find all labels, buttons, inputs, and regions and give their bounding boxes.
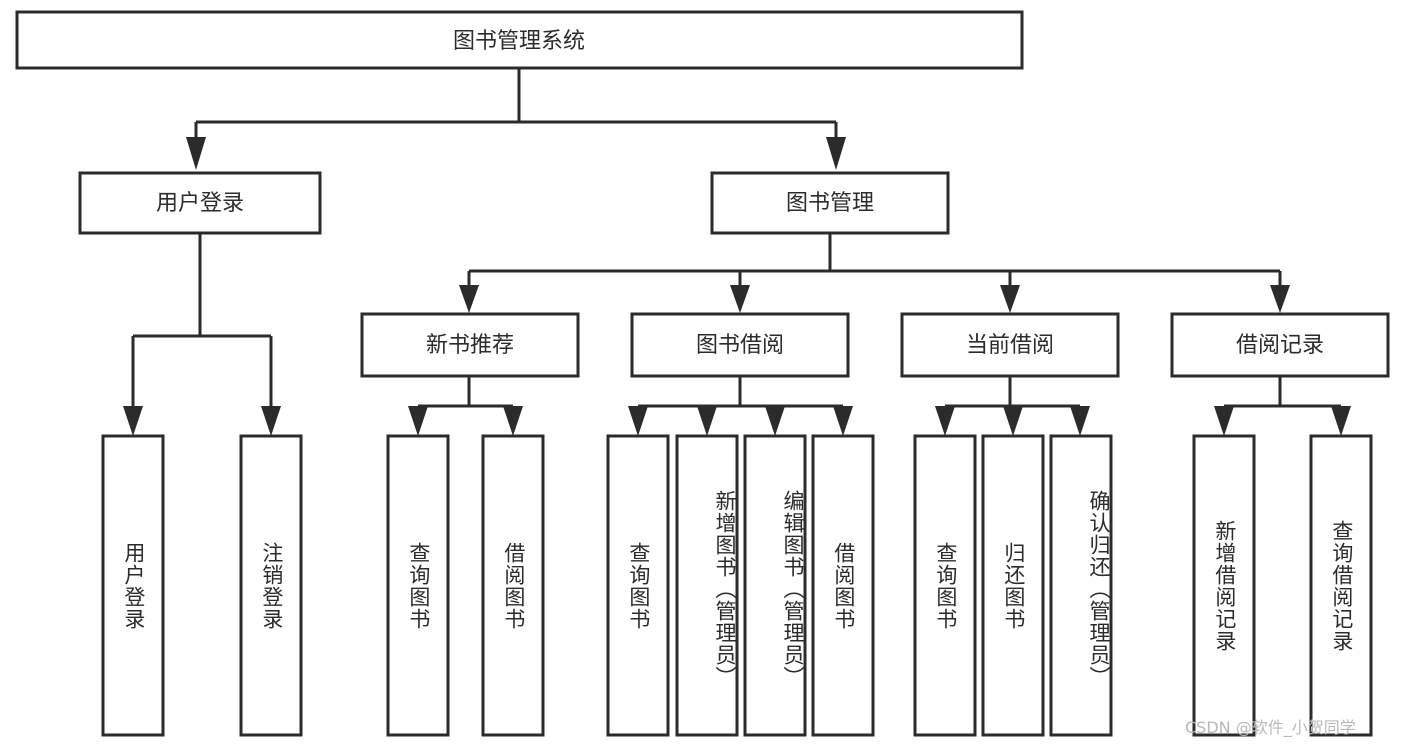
connector-root-to-level2 [186,68,846,170]
node-user-login-label: 用户登录 [156,191,244,216]
connector-userlogin-to-leaves [123,233,281,436]
leafbox-add-book[interactable] [675,434,739,737]
node-book-management-label: 图书管理 [786,191,874,216]
node-book-borrow[interactable]: 图书借阅 [630,312,850,378]
leafbox-user-login[interactable] [101,434,165,737]
leafbox-query-book-1[interactable] [386,434,450,737]
connector-borrowrecord-to-leaves [1214,376,1351,436]
node-root[interactable]: 图书管理系统 [15,10,1024,70]
leafbox-borrow-book-1[interactable] [481,434,545,737]
node-current-borrow-label: 当前借阅 [966,333,1054,358]
node-borrow-record-label: 借阅记录 [1236,333,1324,358]
leafbox-logout[interactable] [239,434,303,737]
watermark: CSDN @软件_小贺同学 [1185,718,1356,737]
leafbox-add-record[interactable] [1192,434,1256,737]
node-current-borrow[interactable]: 当前借阅 [900,312,1120,378]
leafbox-query-record[interactable] [1309,434,1373,737]
leafbox-confirm-return[interactable] [1049,434,1113,737]
node-new-book-recommend[interactable]: 新书推荐 [360,312,580,378]
connector-bookborrow-to-leaves [628,376,853,436]
leafbox-edit-book[interactable] [743,434,807,737]
connector-bookmgmt-to-level3 [459,233,1290,313]
leafbox-query-book-3[interactable] [913,434,977,737]
node-borrow-record[interactable]: 借阅记录 [1170,312,1390,378]
node-root-label: 图书管理系统 [453,29,585,54]
leafbox-borrow-book-2[interactable] [811,434,875,737]
connector-currentborrow-to-leaves [935,376,1090,436]
leafbox-return-book[interactable] [981,434,1045,737]
node-user-login[interactable]: 用户登录 [78,171,322,235]
leafbox-query-book-2[interactable] [606,434,670,737]
node-book-management[interactable]: 图书管理 [710,171,950,235]
node-book-borrow-label: 图书借阅 [696,333,784,358]
connector-newbook-to-leaves [408,376,523,436]
node-new-book-recommend-label: 新书推荐 [426,333,514,358]
